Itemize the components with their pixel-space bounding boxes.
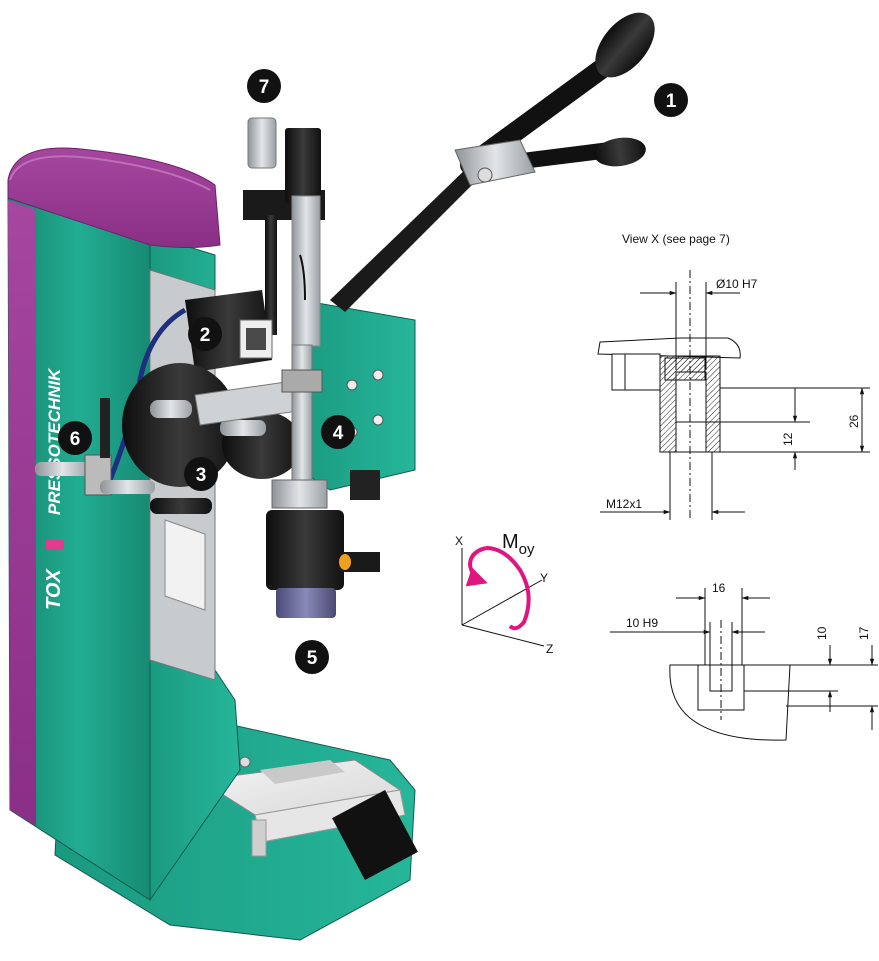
drum-handle [150, 400, 192, 418]
svg-text:1: 1 [666, 91, 677, 112]
lever-clamp [454, 139, 536, 186]
callout-6: 6 [58, 421, 92, 455]
axis-label-z: Z [546, 642, 553, 656]
force-sensor-box [107, 290, 273, 481]
axis-label-y: Y [540, 571, 548, 585]
coordinate-axes: X Y Z Moy [455, 531, 553, 656]
lever-knob [595, 12, 655, 78]
z-axis-line [461, 624, 545, 647]
svg-text:3: 3 [196, 465, 207, 486]
screw-icon [372, 369, 384, 381]
purple-edge-strip [8, 200, 36, 826]
sensor-cable [107, 307, 187, 481]
view-x-title: View X (see page 7) [622, 232, 730, 246]
press-die [276, 588, 336, 618]
nameplate [332, 790, 418, 880]
press-ram [266, 254, 380, 618]
air-fitting [339, 554, 351, 570]
callout-5: 5 [295, 640, 329, 674]
dim-slot: 10 H9 [626, 616, 658, 630]
lever-grip [594, 137, 646, 167]
stroke-limiter [243, 117, 325, 347]
dim-height-26: 26 [847, 414, 861, 428]
svg-text:7: 7 [259, 77, 270, 98]
brand-logo-text: TOX [43, 568, 65, 610]
moment-arrow-icon [465, 546, 488, 587]
drive-drum [122, 363, 306, 487]
dim-bore: Ø10 H7 [716, 277, 758, 291]
press-column: TOX PRESSOTECHNIK [7, 147, 241, 902]
dim-width-16: 16 [712, 581, 726, 595]
dim-thread: M12x1 [606, 497, 642, 511]
callout-markers: 1 2 3 4 5 6 7 [58, 69, 688, 674]
valve-fitting [350, 470, 380, 500]
axis-label-x: X [455, 534, 463, 548]
svg-text:5: 5 [307, 648, 318, 669]
svg-text:2: 2 [200, 325, 211, 346]
svg-text:4: 4 [333, 423, 344, 444]
hand-lever [330, 12, 655, 312]
press-machine: TOX PRESSOTECHNIK [7, 12, 655, 941]
dim-depth-12: 12 [781, 432, 795, 446]
brand-logo-mark [46, 540, 64, 550]
callout-3: 3 [184, 457, 218, 491]
screw-icon [239, 756, 251, 768]
moment-label: Moy [502, 531, 535, 558]
callout-2: 2 [188, 317, 222, 351]
screw-icon [372, 414, 384, 426]
stop-knob [247, 117, 277, 169]
dim-depth-10: 10 [815, 626, 829, 640]
slot-drawing: 16 10 H9 10 17 [610, 581, 878, 741]
svg-text:6: 6 [70, 429, 81, 450]
callout-4: 4 [321, 415, 355, 449]
displacement-sensor-head [285, 128, 321, 203]
screw-icon [346, 379, 358, 391]
view-x-drawing: View X (see page 7) Ø10 H7 M12x1 12 26 [597, 232, 870, 520]
drum-handle [220, 420, 266, 436]
callout-7: 7 [247, 69, 281, 103]
dim-height-17: 17 [857, 626, 871, 640]
callout-1: 1 [654, 83, 688, 117]
side-clamp-handle [35, 398, 212, 514]
brand-name-text: PRESSOTECHNIK [45, 367, 64, 515]
